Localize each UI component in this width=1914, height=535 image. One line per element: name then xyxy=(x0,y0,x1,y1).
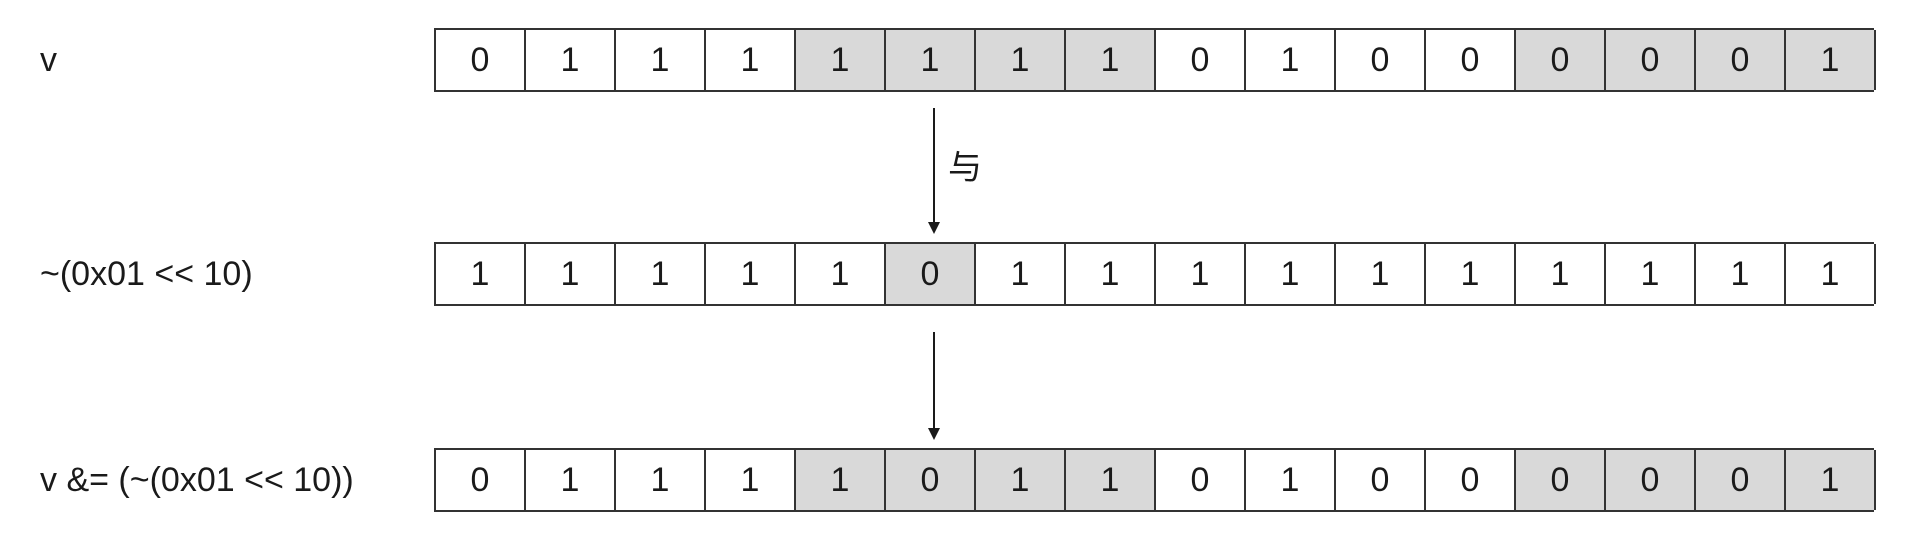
bit-cell: 1 xyxy=(436,244,526,304)
bit-cell: 0 xyxy=(1336,450,1426,510)
bit-cell: 1 xyxy=(796,450,886,510)
bit-cell: 0 xyxy=(1336,30,1426,90)
bit-cell: 0 xyxy=(1696,450,1786,510)
bit-cell: 0 xyxy=(436,30,526,90)
bit-cell: 1 xyxy=(976,30,1066,90)
bit-cell: 0 xyxy=(1426,30,1516,90)
bit-cell: 1 xyxy=(1786,450,1876,510)
bit-cell: 1 xyxy=(526,30,616,90)
bit-cell: 0 xyxy=(886,450,976,510)
bit-cell: 1 xyxy=(1336,244,1426,304)
bit-cell: 1 xyxy=(1786,244,1876,304)
bit-cell: 1 xyxy=(706,450,796,510)
bit-cell: 1 xyxy=(976,450,1066,510)
bit-cell: 1 xyxy=(1066,30,1156,90)
row-label-v: v xyxy=(40,41,57,79)
row-label-mask: ~(0x01 << 10) xyxy=(40,255,253,293)
bit-cell: 1 xyxy=(1246,30,1336,90)
bit-cell: 1 xyxy=(706,30,796,90)
operation-label: 与 xyxy=(948,148,982,188)
bit-cell: 0 xyxy=(1156,30,1246,90)
bit-cell: 0 xyxy=(1516,30,1606,90)
bit-cell: 1 xyxy=(1696,244,1786,304)
bit-cell: 1 xyxy=(616,450,706,510)
bit-cell: 1 xyxy=(526,244,616,304)
bit-cell: 0 xyxy=(436,450,526,510)
bit-cell: 1 xyxy=(1156,244,1246,304)
bit-cell: 0 xyxy=(1426,450,1516,510)
bit-cell: 0 xyxy=(1156,450,1246,510)
bit-cell: 1 xyxy=(796,244,886,304)
bit-cell: 1 xyxy=(1246,244,1336,304)
bit-cell: 0 xyxy=(1606,450,1696,510)
bit-cell: 1 xyxy=(1426,244,1516,304)
bit-cell: 1 xyxy=(706,244,796,304)
bit-cell: 1 xyxy=(1246,450,1336,510)
bit-cell: 0 xyxy=(1516,450,1606,510)
bit-cell: 1 xyxy=(1516,244,1606,304)
bit-cell: 0 xyxy=(1696,30,1786,90)
bit-cell: 1 xyxy=(616,30,706,90)
bit-cell: 1 xyxy=(526,450,616,510)
bit-cell: 0 xyxy=(886,244,976,304)
bit-cell: 0 xyxy=(1606,30,1696,90)
bit-cell: 1 xyxy=(886,30,976,90)
bit-cell: 1 xyxy=(1066,450,1156,510)
bit-cell: 1 xyxy=(1066,244,1156,304)
bit-cell: 1 xyxy=(1786,30,1876,90)
row-label-result: v &= (~(0x01 << 10)) xyxy=(40,461,354,499)
bit-cell: 1 xyxy=(796,30,886,90)
bit-cell: 1 xyxy=(616,244,706,304)
bit-cell: 1 xyxy=(976,244,1066,304)
bit-cell: 1 xyxy=(1606,244,1696,304)
